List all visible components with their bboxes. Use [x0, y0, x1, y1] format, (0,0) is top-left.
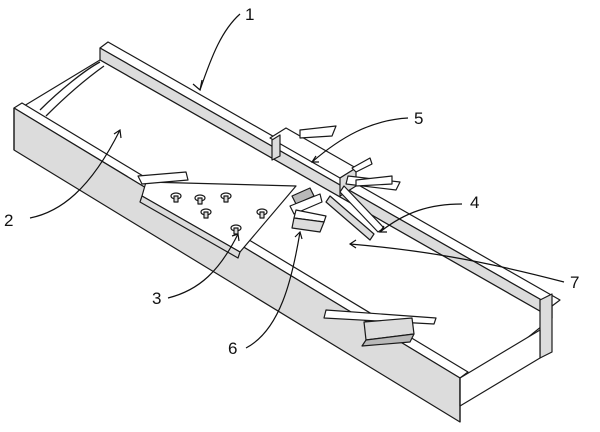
leader-3	[167, 233, 239, 299]
plate-bolts	[170, 192, 268, 235]
leader-7	[349, 243, 565, 283]
far-side-rail	[99, 41, 561, 319]
label-4: 4	[470, 193, 479, 212]
label-7: 7	[570, 273, 579, 292]
label-1: 1	[245, 5, 254, 24]
leader-1	[199, 13, 241, 91]
label-6: 6	[228, 339, 237, 358]
lower-guide-strip	[323, 309, 437, 347]
conveyor-belt-surface	[13, 59, 553, 393]
triangular-guide-plate	[137, 171, 323, 259]
label-5: 5	[414, 109, 423, 128]
leader-4	[379, 203, 463, 233]
leader-lines	[29, 13, 565, 349]
right-deflector	[325, 175, 401, 241]
leader-2	[29, 129, 121, 219]
right-end-wall	[459, 293, 553, 422]
leader-6	[245, 231, 301, 349]
reference-numerals: 1 2 3 4 5 6 7	[4, 5, 579, 358]
leader-5	[311, 117, 409, 163]
label-3: 3	[152, 289, 161, 308]
lower-deflector	[291, 209, 327, 233]
label-2: 2	[4, 211, 13, 230]
